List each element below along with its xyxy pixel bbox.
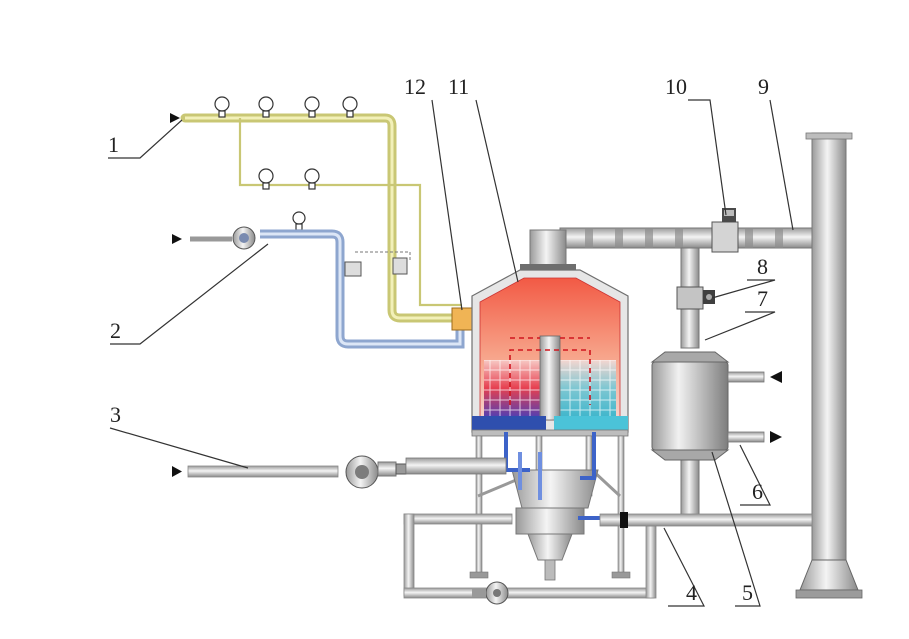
label-3: 3 xyxy=(110,402,121,427)
label-11: 11 xyxy=(448,74,469,99)
leader-lines xyxy=(108,99,794,607)
boiler-furnace xyxy=(471,269,629,437)
combustion-air-line xyxy=(172,226,465,349)
label-8: 8 xyxy=(757,254,768,279)
chimney xyxy=(795,132,863,599)
gas-supply-line xyxy=(180,113,467,323)
label-5: 5 xyxy=(742,580,753,605)
label-7: 7 xyxy=(757,286,768,311)
label-4: 4 xyxy=(686,580,697,605)
air-inlet-line xyxy=(172,455,507,489)
label-2: 2 xyxy=(110,318,121,343)
callout-labels: 1 2 3 4 5 6 7 8 9 10 11 12 xyxy=(108,74,769,605)
label-10: 10 xyxy=(665,74,687,99)
label-9: 9 xyxy=(758,74,769,99)
label-12: 12 xyxy=(404,74,426,99)
flue-duct xyxy=(520,227,813,270)
flue-damper-meter xyxy=(711,208,739,253)
heat-exchanger-duct xyxy=(676,247,715,521)
gas-valves xyxy=(214,96,358,231)
heat-exchanger xyxy=(650,351,782,461)
gas-inlet-arrow-icon xyxy=(170,113,180,123)
circulation-tank xyxy=(504,432,600,581)
label-1: 1 xyxy=(108,132,119,157)
water-return-loop xyxy=(403,512,813,605)
label-6: 6 xyxy=(752,479,763,504)
